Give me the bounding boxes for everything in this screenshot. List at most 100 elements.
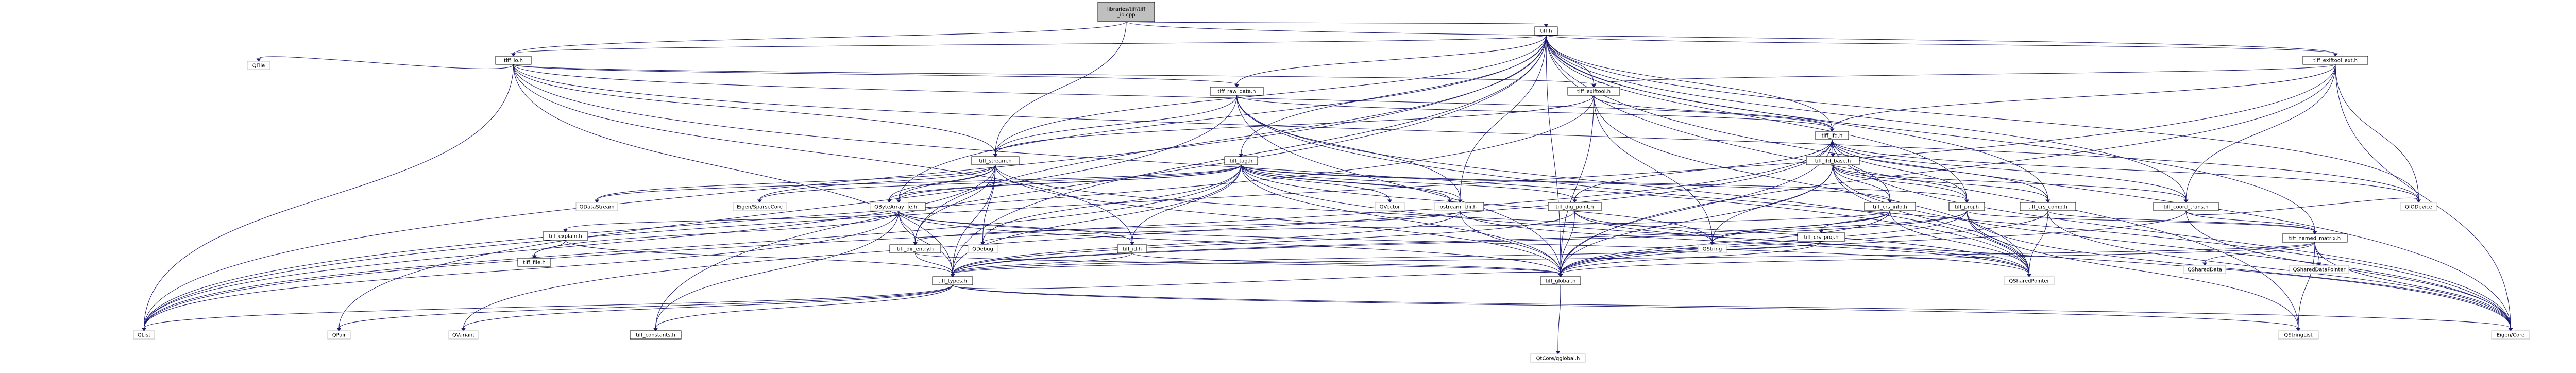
- edge-line: [915, 210, 1461, 243]
- node-tiff-ifd-h[interactable]: tiff_ifd.h: [1815, 131, 1849, 140]
- edge-line: [1712, 210, 1967, 243]
- node-label: tiff_global.h: [1546, 279, 1576, 284]
- edge-tiff_exiftool_h-to-tiff_global_h: [1558, 95, 1594, 277]
- node-tiff-ifd-base-h[interactable]: tiff_ifd_base.h: [1806, 156, 1860, 165]
- edge-tiff_ifd_base_h-to-tiff_coord_trans_h: [1833, 164, 2189, 203]
- node-label: tiff_raw_data.h: [1217, 89, 1256, 95]
- edge-tiff_ifd_h-to-QVariant: [461, 139, 1833, 331]
- arrowhead-icon: [1572, 199, 1577, 203]
- edge-line: [2185, 210, 2315, 232]
- node-tiff-constants-h[interactable]: tiff_constants.h: [630, 330, 682, 340]
- node-label: QSharedDataPointer: [2293, 267, 2346, 273]
- node-box: [733, 202, 787, 211]
- edge-line: [1546, 35, 1833, 129]
- node-label: tiff_explain.h: [549, 234, 582, 240]
- edge-line: [995, 164, 1561, 275]
- arrowhead-icon: [887, 199, 892, 203]
- edge-tiff_h-to-tiff_raw_data_h: [1234, 35, 1547, 88]
- node-label: _io.cpp: [1116, 12, 1135, 18]
- edge-root-to-tiff_stream_h: [993, 21, 1127, 157]
- node-tiff-global-h[interactable]: tiff_global.h: [1540, 276, 1581, 285]
- edge-line: [1546, 35, 2419, 200]
- edge-tiff_named_matrix_h-to-EigenCore: [2314, 242, 2513, 331]
- edge-tiff_coord_trans_h-to-EigenCore: [2185, 210, 2513, 331]
- edge-tiff_crs_proj_h-to-tiff_types_h: [950, 241, 1822, 277]
- edge-line: [759, 164, 996, 200]
- arrowhead-icon: [980, 242, 985, 245]
- edge-line: [1967, 210, 2511, 329]
- edge-root-to-tiff_h: [1126, 21, 1549, 27]
- arrowhead-icon: [993, 154, 998, 157]
- node-tiff-types-h[interactable]: tiff_types.h: [932, 276, 973, 285]
- node-label: tiff_id.h: [1123, 247, 1142, 252]
- node-box: [1540, 276, 1581, 285]
- edge-tiff_crs_comp_h-to-tiff_global_h: [1558, 210, 2048, 277]
- edge-line: [952, 210, 1575, 275]
- node-tiff-crs-proj-h[interactable]: tiff_crs_proj.h: [1797, 232, 1845, 242]
- node-tiff-dir-entry-h[interactable]: tiff_dir_entry.h: [889, 244, 941, 253]
- node-tiff-dig-point-h[interactable]: tiff_dig_point.h: [1548, 202, 1602, 211]
- edge-line: [899, 164, 996, 200]
- edge-line: [144, 164, 1242, 329]
- edge-line: [1236, 95, 1561, 275]
- node-label: tiff_ifd.h: [1822, 133, 1843, 139]
- node-tiff-id-h[interactable]: tiff_id.h: [1117, 244, 1147, 253]
- node-root[interactable]: libraries/tiff/tiff_io.cpp: [1097, 2, 1155, 22]
- node-box: [1567, 87, 1620, 96]
- node-tiff-crs-comp-h[interactable]: tiff_crs_comp.h: [2020, 202, 2076, 211]
- edge-line: [655, 210, 899, 329]
- node-tiff-exif-h[interactable]: tiff_exiftool_ext.h: [2302, 56, 2368, 65]
- edge-tiff_types_h-to-QStringList: [952, 284, 2301, 331]
- edge-line: [655, 35, 1547, 329]
- edge-line: [1560, 241, 1822, 275]
- node-QStringList: QStringList: [2278, 330, 2319, 340]
- node-box: [2020, 202, 2076, 211]
- node-tiff-crs-info-h[interactable]: tiff_crs_info.h: [1864, 202, 1916, 211]
- node-label: tiff_crs_proj.h: [1804, 235, 1838, 241]
- edge-line: [597, 164, 996, 200]
- edge-tiff_h-to-tiff_io_h: [511, 35, 1547, 57]
- node-tiff-stream-h[interactable]: tiff_stream.h: [971, 156, 1020, 165]
- edge-tiff_raw_dir_h-to-tiff_dir_entry_h: [913, 210, 1461, 245]
- edge-line: [338, 284, 953, 329]
- node-box: [1097, 2, 1155, 22]
- edge-line: [1546, 35, 1967, 200]
- node-tiff-named-matrix-h[interactable]: tiff_named_matrix.h: [2282, 233, 2348, 243]
- node-QPair: QPair: [327, 330, 351, 340]
- node-box: [133, 330, 155, 340]
- edge-line: [1241, 164, 1890, 200]
- edge-line: [565, 210, 899, 230]
- edge-line: [144, 210, 899, 329]
- node-label: tiff_dig_point.h: [1555, 205, 1594, 210]
- edge-line: [1132, 252, 1561, 275]
- node-tiff-io-h[interactable]: tiff_io.h: [495, 56, 532, 65]
- edge-line: [1712, 210, 1890, 243]
- node-tiff-exiftool-h[interactable]: tiff_exiftool.h: [1567, 87, 1620, 96]
- node-tiff-explain-h[interactable]: tiff_explain.h: [543, 231, 588, 241]
- node-label: libraries/tiff/tiff: [1107, 7, 1146, 12]
- node-label: tiff_exiftool.h: [1577, 89, 1611, 95]
- edge-line: [1126, 21, 2336, 54]
- node-tiff-raw-data-h[interactable]: tiff_raw_data.h: [1210, 87, 1264, 96]
- node-tiff-proj-h[interactable]: tiff_proj.h: [1948, 202, 1985, 211]
- node-QDebug: QDebug: [968, 244, 998, 253]
- node-tiff-h[interactable]: tiff.h: [1534, 26, 1558, 36]
- edge-line: [1241, 164, 1390, 200]
- edge-line: [1594, 95, 2029, 275]
- edge-line: [899, 210, 1132, 243]
- edge-line: [952, 241, 1822, 275]
- edge-tiff_exiftool_h-to-QSharedPointer: [1594, 95, 2031, 277]
- node-label: QStringList: [2284, 333, 2312, 338]
- edge-line: [2298, 242, 2315, 329]
- edge-tiff_dig_point_h-to-tiff_global_h: [1558, 210, 1575, 277]
- edge-tiff_io_h-to-QList: [142, 64, 514, 331]
- edge-line: [1832, 139, 2419, 200]
- edge-tiff_id_h-to-tiff_global_h: [1132, 252, 1563, 277]
- node-tiff-tag-h[interactable]: tiff_tag.h: [1224, 156, 1258, 165]
- node-tiff-coord-trans-h[interactable]: tiff_coord_trans.h: [2153, 202, 2219, 211]
- edge-tiff_h-to-tiff_raw_dir_h: [1458, 35, 1547, 203]
- edge-line: [513, 64, 2029, 275]
- node-tiff-file-h[interactable]: tiff_file.h: [517, 258, 551, 267]
- edge-line: [1560, 210, 1575, 275]
- edge-line: [144, 164, 996, 329]
